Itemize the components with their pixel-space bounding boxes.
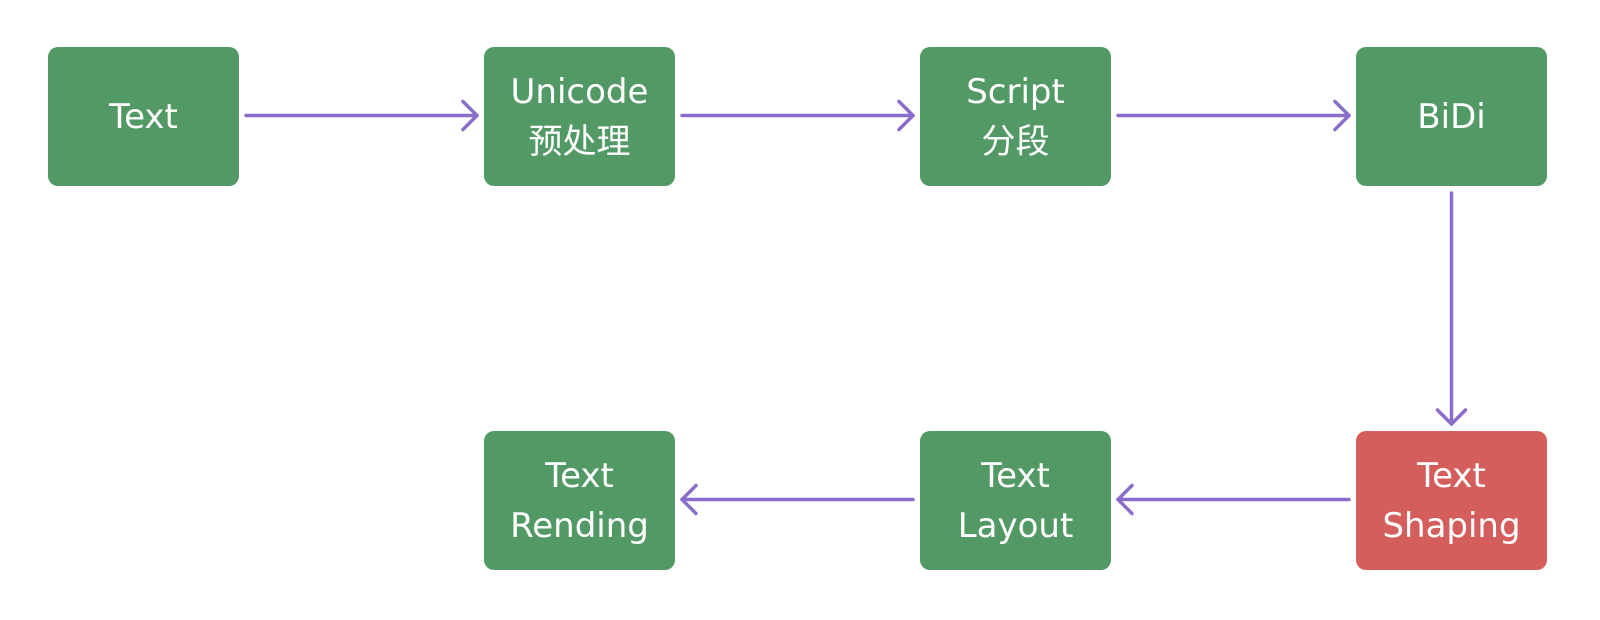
- arrowhead-icon: [897, 99, 915, 132]
- arrowhead-icon: [1116, 483, 1134, 516]
- node-shaping-label-1: Text: [1417, 455, 1486, 496]
- arrowhead-icon: [1435, 408, 1468, 426]
- node-text: Text: [48, 47, 239, 186]
- arrow-script-to-bidi: [1116, 99, 1351, 132]
- node-text-rending: Text Rending: [484, 431, 675, 570]
- node-unicode-preprocess: Unicode 预处理: [484, 47, 675, 186]
- node-rending-label-2: Rending: [510, 505, 649, 546]
- node-unicode-label-2: 预处理: [528, 121, 631, 162]
- node-text-layout: Text Layout: [920, 431, 1111, 570]
- node-layout-label-1: Text: [981, 455, 1050, 496]
- node-unicode-label-1: Unicode: [510, 71, 649, 112]
- node-bidi: BiDi: [1356, 47, 1547, 186]
- node-script-segmentation: Script 分段: [920, 47, 1111, 186]
- node-text-label-1: Text: [109, 96, 178, 137]
- node-shaping-label-2: Shaping: [1382, 505, 1521, 546]
- arrow-shaping-to-layout: [1116, 483, 1351, 516]
- node-script-label-1: Script: [966, 71, 1065, 112]
- arrowhead-icon: [1333, 99, 1351, 132]
- node-bidi-label-1: BiDi: [1417, 96, 1486, 137]
- arrow-text-to-unicode: [244, 99, 479, 132]
- arrowhead-icon: [461, 99, 479, 132]
- arrow-unicode-to-script: [680, 99, 915, 132]
- node-text-shaping: Text Shaping: [1356, 431, 1547, 570]
- arrowhead-icon: [680, 483, 698, 516]
- node-rending-label-1: Text: [545, 455, 614, 496]
- node-script-label-2: 分段: [981, 121, 1050, 162]
- node-layout-label-2: Layout: [957, 505, 1074, 546]
- arrow-bidi-to-shaping: [1435, 191, 1468, 426]
- arrow-layout-to-rending: [680, 483, 915, 516]
